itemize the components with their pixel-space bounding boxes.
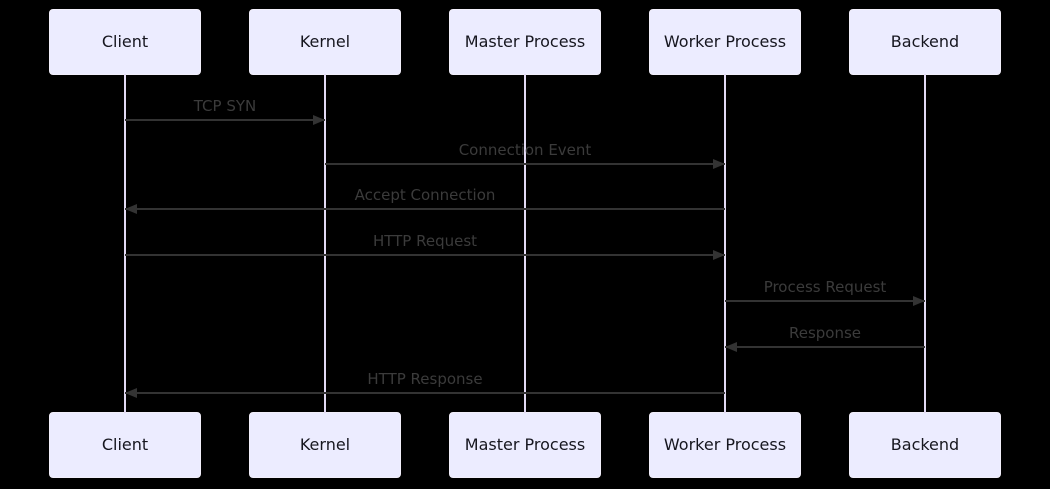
lifeline-master [524, 74, 526, 413]
arrowhead-icon [713, 159, 725, 169]
message-arrow-line [125, 254, 725, 256]
actor-label: Backend [890, 435, 960, 454]
arrowhead-icon [913, 296, 925, 306]
message-client-to-kernel: TCP SYN [125, 93, 325, 125]
actor-kernel-top: Kernel [249, 9, 401, 75]
actor-kernel-bottom: Kernel [249, 412, 401, 478]
actor-label: Client [101, 32, 149, 51]
message-arrow-line [125, 119, 325, 121]
arrowhead-icon [713, 250, 725, 260]
actor-label: Kernel [299, 435, 351, 454]
actor-label: Master Process [464, 435, 586, 454]
actor-client-top: Client [49, 9, 201, 75]
lifeline-backend [924, 74, 926, 413]
message-arrow-line [325, 163, 725, 165]
message-label: HTTP Response [367, 370, 483, 388]
actor-label: Worker Process [663, 435, 787, 454]
message-worker-to-client: HTTP Response [125, 366, 725, 398]
actor-backend-bottom: Backend [849, 412, 1001, 478]
message-worker-to-backend: Process Request [725, 274, 925, 306]
message-client-to-worker: HTTP Request [125, 228, 725, 260]
message-label: Accept Connection [354, 186, 496, 204]
message-label: Process Request [763, 278, 887, 296]
actor-master-top: Master Process [449, 9, 601, 75]
lifeline-client [124, 74, 126, 413]
arrowhead-icon [125, 388, 137, 398]
message-backend-to-worker: Response [725, 320, 925, 352]
actor-client-bottom: Client [49, 412, 201, 478]
actor-worker-top: Worker Process [649, 9, 801, 75]
actor-master-bottom: Master Process [449, 412, 601, 478]
actor-label: Client [101, 435, 149, 454]
arrowhead-icon [313, 115, 325, 125]
message-label: HTTP Request [372, 232, 478, 250]
lifeline-worker [724, 74, 726, 413]
actor-label: Worker Process [663, 32, 787, 51]
actor-backend-top: Backend [849, 9, 1001, 75]
arrowhead-icon [125, 204, 137, 214]
message-arrow-line [125, 208, 725, 210]
actor-label: Master Process [464, 32, 586, 51]
actor-label: Kernel [299, 32, 351, 51]
message-label: Connection Event [458, 141, 592, 159]
actor-worker-bottom: Worker Process [649, 412, 801, 478]
message-kernel-to-worker: Connection Event [325, 137, 725, 169]
message-worker-to-client: Accept Connection [125, 182, 725, 214]
message-label: Response [788, 324, 862, 342]
message-label: TCP SYN [193, 97, 257, 115]
lifeline-kernel [324, 74, 326, 413]
message-arrow-line [725, 300, 925, 302]
message-arrow-line [725, 346, 925, 348]
message-arrow-line [125, 392, 725, 394]
arrowhead-icon [725, 342, 737, 352]
actor-label: Backend [890, 32, 960, 51]
